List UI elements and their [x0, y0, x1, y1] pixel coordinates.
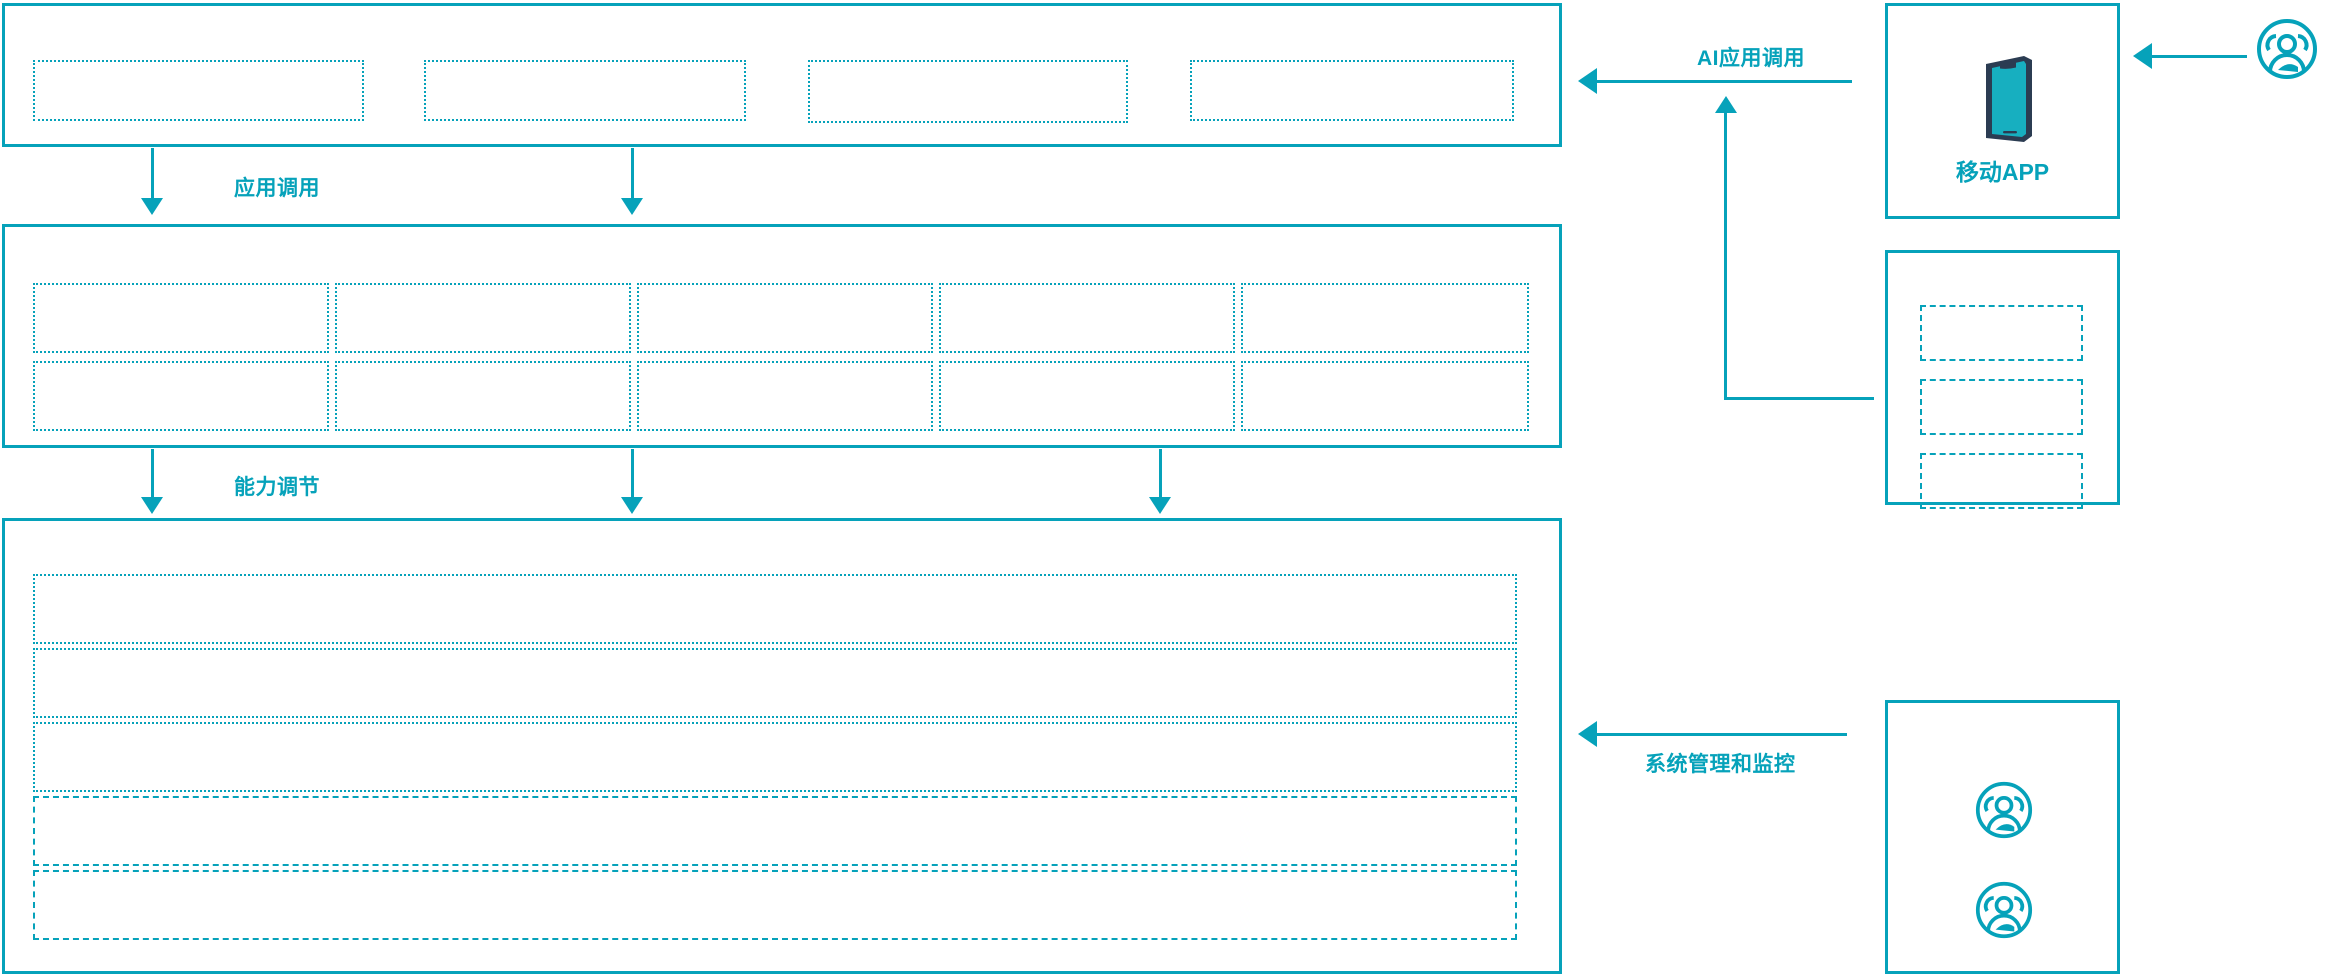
system-management-monitoring-label: 系统管理和监控	[1645, 753, 1796, 776]
application-call-line-2	[631, 148, 634, 200]
ai-application-call-arrow	[1578, 68, 1597, 94]
channel-to-ai-call-arrow	[1715, 96, 1737, 113]
application-slot-1[interactable]	[33, 60, 364, 121]
capability-slot-r2c1[interactable]	[33, 361, 329, 431]
system-management-monitoring-line	[1597, 733, 1847, 736]
platform-row-1[interactable]	[33, 574, 1517, 644]
end-user-actor-user-group-icon[interactable]	[2256, 18, 2318, 80]
capability-call-line-2	[631, 449, 634, 499]
capability-slot-r2c5[interactable]	[1241, 361, 1529, 431]
capability-slot-r1c2[interactable]	[335, 283, 631, 353]
capability-slot-r1c5[interactable]	[1241, 283, 1529, 353]
mobile-phone-icon	[1970, 48, 2040, 148]
user-to-mobile-app-arrow	[2133, 43, 2152, 69]
application-slot-3[interactable]	[808, 60, 1128, 123]
capability-layer-panel[interactable]	[2, 224, 1562, 448]
operations-user-group-icon-1[interactable]	[1975, 781, 2033, 839]
mobile-app-panel[interactable]: 移动APP	[1885, 3, 2120, 219]
channel-panel[interactable]	[1885, 250, 2120, 509]
platform-row-5[interactable]	[33, 870, 1517, 940]
platform-row-2[interactable]	[33, 648, 1517, 718]
channel-slot-3[interactable]	[1920, 453, 2083, 509]
application-call-label: 应用调用	[234, 177, 320, 200]
channel-slot-2[interactable]	[1920, 379, 2083, 435]
application-layer-panel[interactable]	[2, 3, 1562, 147]
platform-layer-panel[interactable]	[2, 518, 1562, 974]
capability-slot-r1c4[interactable]	[939, 283, 1235, 353]
capability-call-line-3	[1159, 449, 1162, 499]
application-call-arrow-1	[141, 198, 163, 215]
operations-panel[interactable]	[1885, 700, 2120, 974]
capability-call-arrow-3	[1149, 497, 1171, 514]
platform-row-4[interactable]	[33, 796, 1517, 866]
mobile-app-caption: 移动APP	[1955, 159, 2050, 185]
capability-orchestration-label: 能力调节	[234, 476, 320, 499]
channel-to-ai-call-base	[1724, 397, 1874, 400]
capability-slot-r2c3[interactable]	[637, 361, 933, 431]
capability-slot-r2c2[interactable]	[335, 361, 631, 431]
capability-slot-r1c3[interactable]	[637, 283, 933, 353]
application-call-arrow-2	[621, 198, 643, 215]
operations-user-group-icon-2[interactable]	[1975, 881, 2033, 939]
capability-call-arrow-2	[621, 497, 643, 514]
capability-slot-r2c4[interactable]	[939, 361, 1235, 431]
capability-slot-r1c1[interactable]	[33, 283, 329, 353]
platform-row-3[interactable]	[33, 722, 1517, 792]
application-call-line-1	[151, 148, 154, 200]
channel-to-ai-call-line	[1724, 112, 1727, 400]
user-to-mobile-app-line	[2152, 55, 2247, 58]
system-management-monitoring-arrow	[1578, 721, 1597, 747]
capability-call-line-1	[151, 449, 154, 499]
capability-call-arrow-1	[141, 497, 163, 514]
ai-application-call-line	[1597, 80, 1852, 83]
application-slot-4[interactable]	[1190, 60, 1514, 121]
application-slot-2[interactable]	[424, 60, 746, 121]
ai-application-call-label: AI应用调用	[1697, 47, 1805, 70]
channel-slot-1[interactable]	[1920, 305, 2083, 361]
